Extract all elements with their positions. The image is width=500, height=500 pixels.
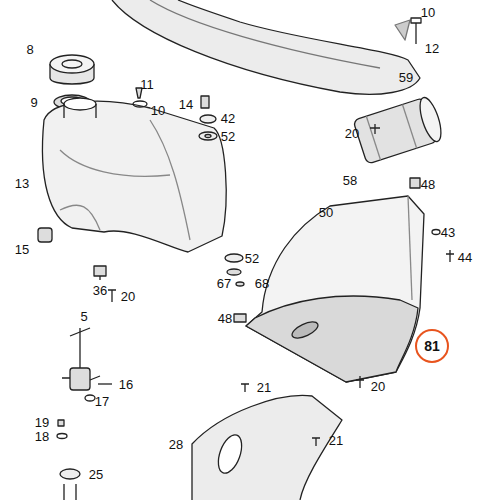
callout-number: 52 bbox=[245, 252, 259, 265]
callout-number: 19 bbox=[35, 416, 49, 429]
callout-number: 50 bbox=[319, 206, 333, 219]
callout-number: 67 bbox=[217, 277, 231, 290]
callout-number: 14 bbox=[179, 98, 193, 111]
callout-number: 10 bbox=[421, 6, 435, 19]
callout-number: 10 bbox=[151, 104, 165, 117]
callout-number: 58 bbox=[343, 174, 357, 187]
callout-number: 17 bbox=[95, 395, 109, 408]
callout-number: 28 bbox=[169, 438, 183, 451]
callout-number: 48 bbox=[218, 312, 232, 325]
callout-number: 13 bbox=[15, 177, 29, 190]
callout-number: 20 bbox=[121, 290, 135, 303]
callout-number: 8 bbox=[26, 43, 33, 56]
callout-number: 20 bbox=[345, 127, 359, 140]
callout-number: 18 bbox=[35, 430, 49, 443]
callout-number: 21 bbox=[329, 434, 343, 447]
callout-number: 42 bbox=[221, 112, 235, 125]
callout-number: 25 bbox=[89, 468, 103, 481]
callout-number: 59 bbox=[399, 71, 413, 84]
callout-number: 21 bbox=[257, 381, 271, 394]
callout-number: 81 bbox=[424, 338, 440, 354]
callout-number: 44 bbox=[458, 251, 472, 264]
callout-number: 16 bbox=[119, 378, 133, 391]
callout-number: 15 bbox=[15, 243, 29, 256]
callout-number: 36 bbox=[93, 284, 107, 297]
highlight-circle: 81 bbox=[415, 329, 449, 363]
callout-number: 11 bbox=[140, 78, 154, 91]
callout-number: 9 bbox=[30, 96, 37, 109]
callout-number: 68 bbox=[255, 277, 269, 290]
callout-number: 43 bbox=[441, 226, 455, 239]
callout-number: 52 bbox=[221, 130, 235, 143]
callout-number: 12 bbox=[425, 42, 439, 55]
callout-number: 20 bbox=[371, 380, 385, 393]
callout-number: 48 bbox=[421, 178, 435, 191]
callout-number: 5 bbox=[80, 310, 87, 323]
